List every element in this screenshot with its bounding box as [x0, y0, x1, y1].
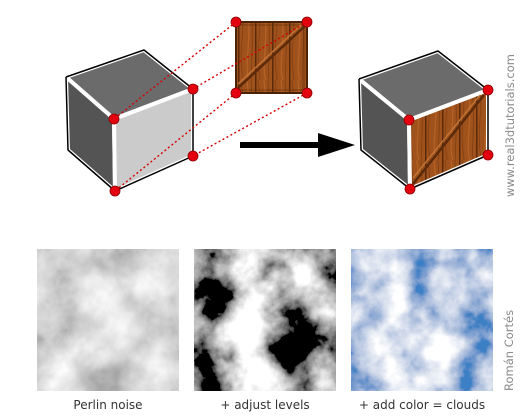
author-credit: Román Cortés	[502, 309, 516, 391]
control-point-icon	[301, 16, 313, 28]
control-point-icon	[482, 149, 494, 161]
source-cube	[64, 48, 195, 193]
wood-texture	[235, 21, 308, 94]
control-point-icon	[404, 183, 416, 195]
control-point-icon	[187, 150, 199, 162]
caption-add-color-clouds: + add color = clouds	[358, 398, 486, 412]
mapping-lines	[113, 21, 308, 192]
result-cube	[357, 49, 494, 195]
right-arrow-icon	[240, 133, 355, 157]
control-point-icon	[187, 83, 199, 95]
caption-adjust-levels: + adjust levels	[220, 398, 310, 412]
perlin-noise-panel	[37, 249, 179, 391]
control-point-icon	[108, 113, 120, 125]
control-point-icon	[403, 114, 415, 126]
control-point-icon	[230, 16, 242, 28]
caption-perlin-noise: Perlin noise	[73, 398, 143, 412]
control-point-icon	[482, 84, 494, 96]
site-credit: www.real3dtutorials.com	[503, 54, 517, 197]
control-points	[108, 16, 313, 197]
control-point-icon	[301, 87, 313, 99]
control-point-icon	[230, 87, 242, 99]
clouds-panel	[351, 249, 493, 391]
adjusted-levels-panel	[194, 249, 336, 391]
control-point-icon	[109, 185, 121, 197]
